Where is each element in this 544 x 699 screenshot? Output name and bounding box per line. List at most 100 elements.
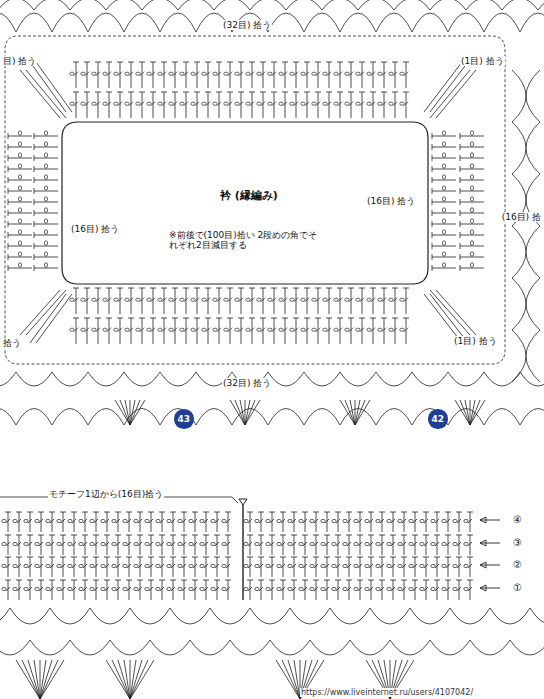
chain-stitch: [92, 102, 96, 105]
stitch-stroke: [215, 542, 219, 546]
stitch-stroke: [227, 92, 233, 93]
stitch-stroke: [269, 580, 275, 581]
stitch-stroke: [74, 102, 78, 106]
stitch-stroke: [480, 588, 500, 589]
stitch-stroke: [139, 318, 145, 319]
stitch-stroke: [325, 564, 329, 568]
chain-stitch: [224, 72, 228, 75]
stitch-stroke: [325, 519, 329, 523]
chain-stitch: [2, 519, 6, 522]
stitch-stroke: [379, 535, 385, 536]
stitch-stroke: [83, 542, 87, 546]
stitch-stroke: [470, 512, 471, 532]
stitch-stroke: [164, 92, 165, 118]
stitch-stroke: [390, 557, 396, 558]
stitch-stroke: [39, 564, 43, 568]
stitch-stroke: [360, 298, 364, 302]
stitch-stroke: [82, 512, 88, 513]
stitch-stroke: [448, 557, 449, 577]
chain-loop: [340, 372, 376, 386]
chain-stitch: [442, 175, 445, 179]
stitch-stroke: [34, 144, 35, 150]
stitch-stroke: [197, 92, 198, 118]
stitch-stroke: [249, 288, 255, 289]
chain-stitch: [470, 263, 473, 267]
chain-stitch: [470, 153, 473, 157]
stitch-stroke: [325, 587, 329, 591]
stitch-stroke: [423, 512, 429, 513]
stitch-stroke: [194, 92, 200, 93]
stitch-stroke: [120, 400, 130, 425]
chain-stitch: [79, 587, 83, 590]
chain-stitch: [213, 328, 217, 331]
chain-stitch: [79, 564, 83, 567]
stitch-stroke: [34, 188, 35, 194]
stitch-stroke: [151, 557, 152, 577]
stitch-stroke: [175, 92, 176, 118]
chain-stitch: [103, 328, 107, 331]
chain-stitch: [255, 564, 259, 567]
stitch-stroke: [470, 557, 471, 577]
stitch-stroke: [294, 557, 295, 577]
stitch-stroke: [327, 535, 328, 555]
chain-stitch: [290, 102, 294, 105]
stitch-stroke: [28, 542, 32, 546]
stitch-stroke: [369, 564, 373, 568]
stitch-stroke: [137, 557, 143, 558]
stitch-stroke: [460, 213, 484, 214]
chain-stitch: [81, 298, 85, 301]
stitch-stroke: [238, 92, 244, 93]
stitch-stroke: [228, 72, 232, 76]
stitch-stroke: [74, 557, 75, 577]
stitch-stroke: [460, 144, 461, 150]
stitch-stroke: [369, 587, 373, 591]
chain-stitch: [268, 328, 272, 331]
stitch-stroke: [326, 288, 332, 289]
stitch-stroke: [197, 318, 198, 344]
stitch-stroke: [87, 318, 88, 344]
stitch-stroke: [226, 519, 230, 523]
pickup-note: (1目) 拾う: [453, 336, 498, 346]
stitch-stroke: [226, 542, 230, 546]
stitch-stroke: [175, 318, 176, 344]
chain-loop: [170, 608, 210, 624]
stitch-stroke: [404, 557, 405, 577]
chain-loop: [110, 640, 150, 655]
stitch-stroke: [41, 580, 42, 600]
stitch-stroke: [38, 580, 44, 581]
stitch-stroke: [217, 328, 221, 332]
chain-loop: [124, 372, 160, 386]
stitch-stroke: [72, 587, 76, 591]
stitch-stroke: [351, 288, 352, 314]
stitch-stroke: [34, 232, 35, 238]
stitch-stroke: [368, 512, 374, 513]
chain-stitch: [134, 564, 138, 567]
stitch-stroke: [160, 564, 164, 568]
stitch-stroke: [8, 257, 32, 258]
stitch-stroke: [96, 557, 97, 577]
stitch-stroke: [192, 557, 198, 558]
stitch-stroke: [296, 92, 297, 118]
stitch-stroke: [34, 213, 58, 214]
chain-stitch: [279, 298, 283, 301]
chain-stitch: [213, 102, 217, 105]
chain-stitch: [123, 542, 127, 545]
stitch-stroke: [127, 587, 131, 591]
stitch-stroke: [195, 535, 196, 555]
stitch-stroke: [153, 318, 154, 344]
stitch-stroke: [424, 587, 428, 591]
chain-stitch: [310, 587, 314, 590]
stitch-stroke: [193, 542, 197, 546]
stitch-stroke: [338, 298, 342, 302]
chain-stitch: [24, 542, 28, 545]
stitch-stroke: [8, 199, 9, 205]
stitch-stroke: [139, 288, 145, 289]
chain-loop: [304, 13, 340, 32]
stitch-stroke: [302, 557, 308, 558]
stitch-stroke: [373, 92, 374, 118]
stitch-stroke: [204, 542, 208, 546]
chain-stitch: [103, 102, 107, 105]
stitch-stroke: [39, 519, 43, 523]
stitch-stroke: [326, 62, 332, 63]
stitch-stroke: [8, 191, 32, 192]
